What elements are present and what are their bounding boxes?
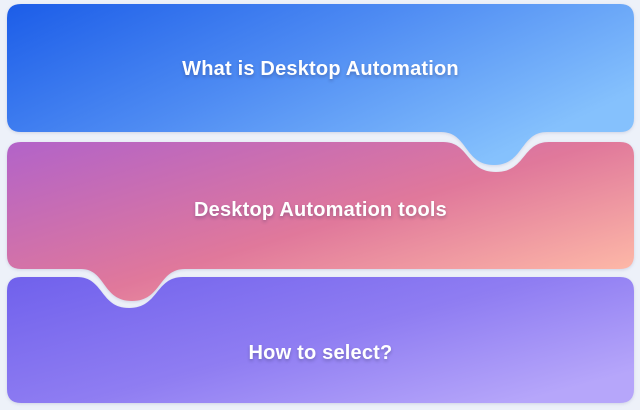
card-what-is-desktop-automation (7, 4, 634, 165)
card-shape-blue (7, 4, 634, 165)
card-shape-purple (7, 277, 634, 403)
card-shape-pink (7, 142, 634, 301)
card-how-to-select (7, 277, 634, 403)
card-desktop-automation-tools (7, 142, 634, 301)
